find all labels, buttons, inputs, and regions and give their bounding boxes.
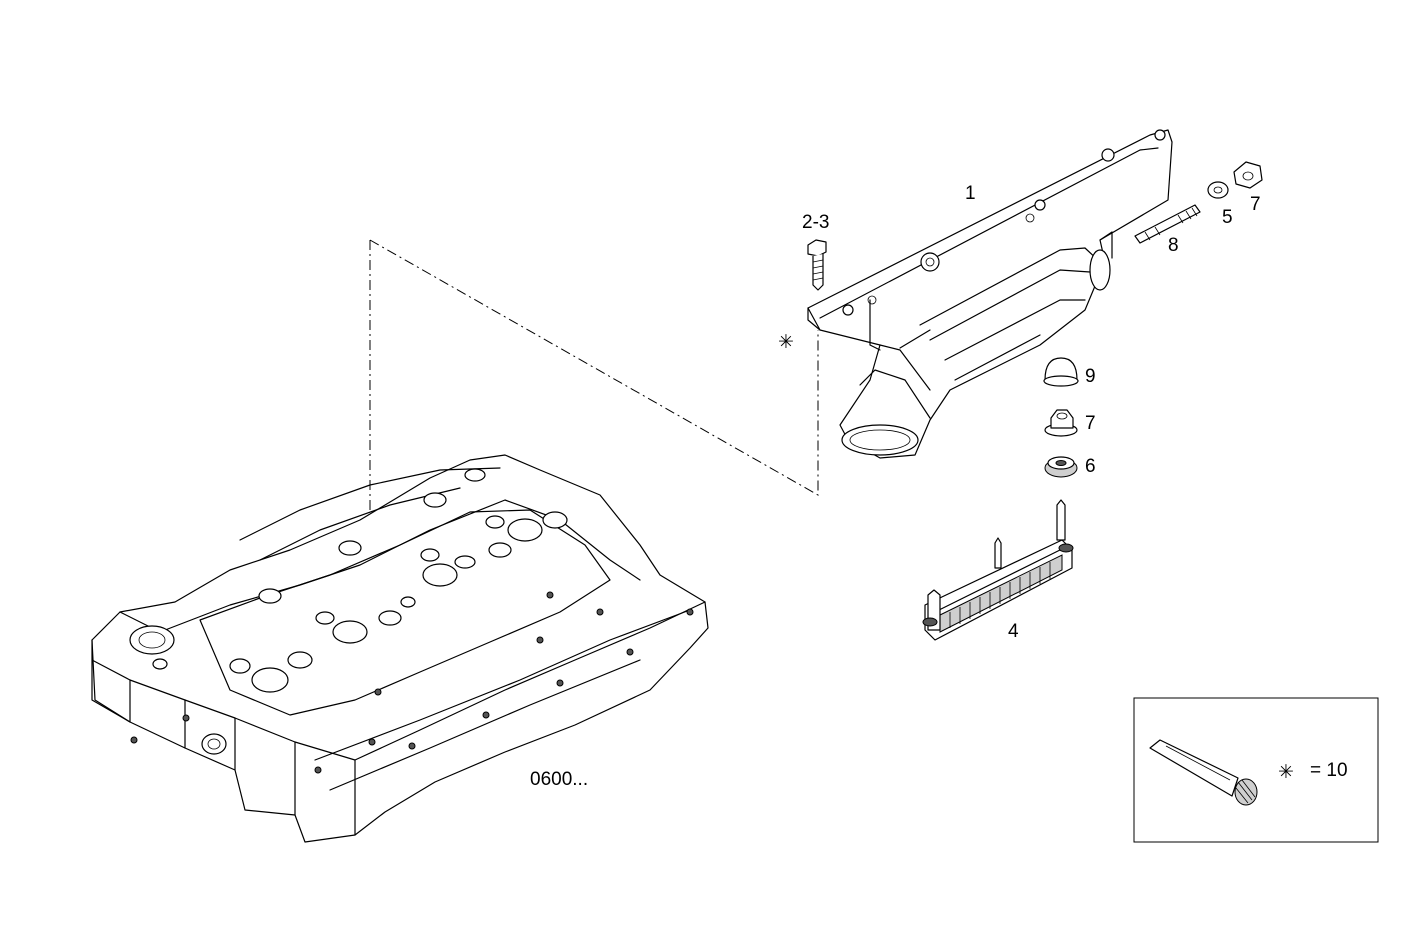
sealant-tube-icon — [1149, 739, 1258, 806]
grid-heater-part — [922, 499, 1074, 641]
washer-mid-part — [1044, 456, 1078, 478]
legend-asterisk: ✳ — [1278, 762, 1294, 783]
nut-mid-part — [1044, 409, 1078, 437]
intake-manifold — [807, 129, 1173, 459]
callout-7-top: 7 — [1250, 194, 1261, 215]
callout-2-3: 2-3 — [802, 212, 829, 233]
legend-text: = 10 — [1310, 760, 1348, 781]
engine-reference-label: 0600... — [530, 769, 588, 790]
callout-8: 8 — [1168, 235, 1179, 256]
callout-5: 5 — [1222, 207, 1233, 228]
cap-part — [1043, 357, 1079, 387]
stud-part — [1134, 204, 1201, 244]
callout-4: 4 — [1008, 621, 1019, 642]
bolt-part — [807, 239, 827, 291]
asterisk-marker: ✳ — [778, 332, 794, 353]
callout-7-mid: 7 — [1085, 413, 1096, 434]
cylinder-head — [91, 454, 709, 843]
alignment-dashdot-line — [369, 239, 819, 742]
legend-box: ✳ = 10 — [1133, 697, 1379, 843]
callout-9: 9 — [1085, 366, 1096, 387]
nut-top-part — [1233, 161, 1263, 189]
callout-1: 1 — [965, 183, 976, 204]
callout-6: 6 — [1085, 456, 1096, 477]
washer-top-part — [1207, 181, 1229, 199]
